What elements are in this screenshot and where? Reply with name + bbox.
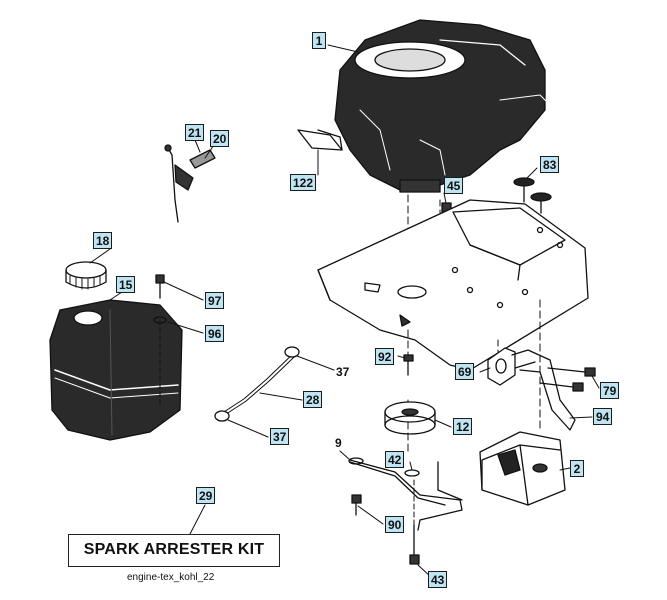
callout-engine: 1: [312, 32, 326, 49]
callout-fuel-tank: 15: [116, 276, 136, 293]
callout-tank-washer: 96: [205, 325, 225, 342]
callout-dipstick: 20: [210, 130, 230, 147]
callout-exhaust-pipe: 94: [593, 408, 613, 425]
muffler-bracket: [348, 457, 463, 531]
bracket-screw: [351, 494, 362, 516]
callout-muffler-bolts: 79: [600, 382, 620, 399]
fuel-cap: [65, 261, 107, 290]
fuel-tank: [49, 299, 183, 441]
callout-tube-seal: 122: [290, 174, 317, 191]
tube-seal: [297, 129, 343, 151]
callout-knob: 83: [540, 156, 560, 173]
long-bolt: [409, 479, 420, 565]
callout-dipstick-bolt: 21: [185, 124, 205, 141]
exhaust-pipe: [511, 349, 576, 431]
spark-arrester-kit-label: SPARK ARRESTER KIT: [68, 534, 280, 567]
callout-gasket: 69: [455, 363, 475, 380]
pulley-washer: [404, 469, 420, 477]
diagram-caption: engine-tex_kohl_22: [127, 572, 215, 583]
fuel-line: [214, 346, 300, 422]
callout-pulley-washer: 42: [385, 451, 405, 468]
callout-frame-bolt: 92: [375, 348, 395, 365]
callout-muffler: 2: [570, 460, 584, 477]
gasket: [487, 347, 516, 386]
callout-tank-screw: 97: [205, 292, 225, 309]
callout-spark-arrester-kit: 29: [196, 487, 216, 504]
frame-plate: [317, 199, 589, 371]
callout-clamp-top: 37: [336, 365, 350, 379]
callout-clamp-bottom: 37: [270, 428, 290, 445]
callout-pulley: 12: [453, 418, 473, 435]
callout-engine-nut: 45: [444, 177, 464, 194]
pulley: [384, 401, 436, 435]
dipstick: [164, 144, 216, 223]
muffler: [479, 431, 566, 506]
tank-screw: [153, 274, 167, 406]
knob-bolts: [513, 177, 552, 214]
engine-drawing: [334, 19, 556, 193]
callout-bracket-screw: 90: [385, 516, 405, 533]
callout-long-bolt: 43: [428, 571, 448, 588]
muffler-bolts: [539, 367, 596, 392]
callout-fuel-cap: 18: [93, 232, 113, 249]
callout-fuel-line: 28: [303, 391, 323, 408]
callout-bracket: 9: [335, 436, 342, 450]
